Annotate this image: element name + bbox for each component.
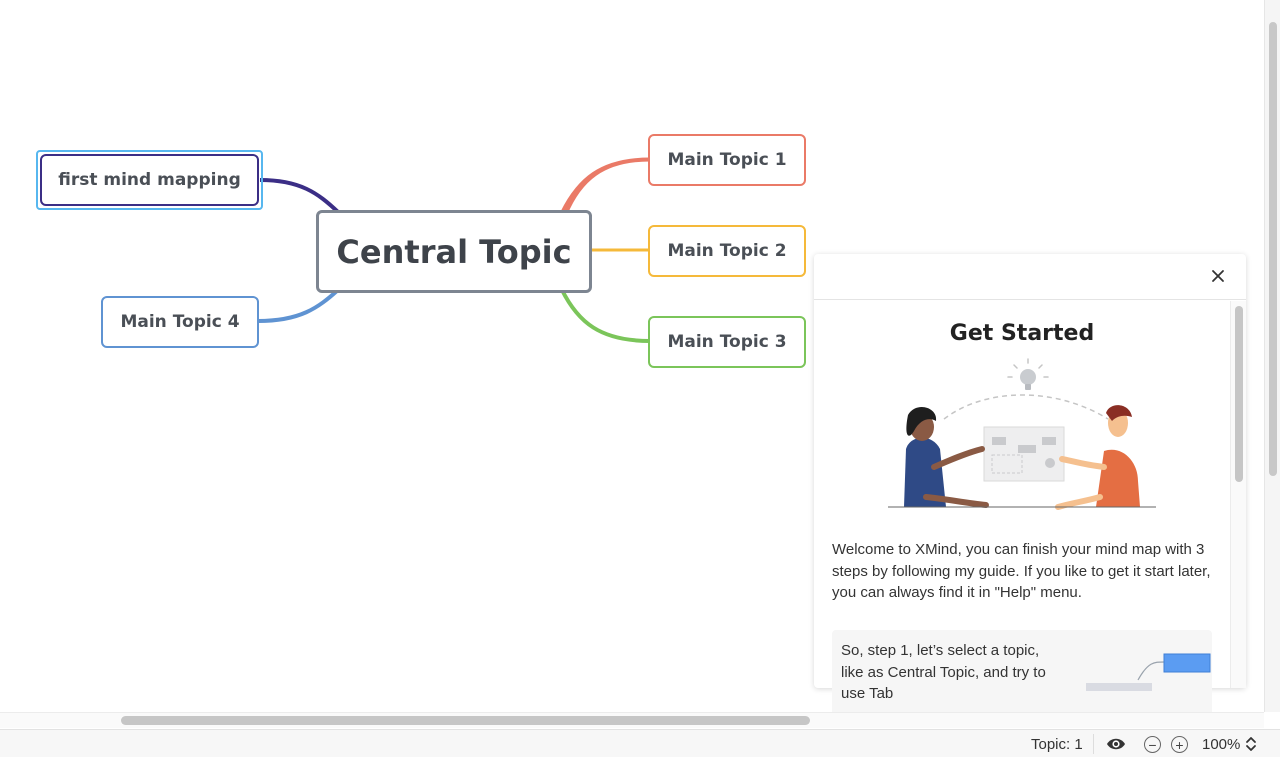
panel-scrollbar-thumb[interactable] (1235, 306, 1243, 482)
get-started-panel: Get Started (814, 254, 1246, 720)
main-topic-2[interactable]: Main Topic 2 (648, 225, 806, 277)
close-icon[interactable] (1210, 268, 1226, 284)
branch-line-topic3 (560, 289, 651, 343)
person-left-icon (904, 407, 989, 508)
panel-header (814, 254, 1246, 300)
topic-count: Topic: 1 (1031, 736, 1083, 753)
mini-map-illustration (1086, 653, 1211, 691)
vertical-scrollbar-thumb[interactable] (1269, 22, 1277, 476)
person-right-icon (1055, 405, 1140, 510)
zoom-in-button[interactable]: + (1171, 736, 1188, 753)
main-topic-3[interactable]: Main Topic 3 (648, 316, 806, 368)
main-topic-1[interactable]: Main Topic 1 (648, 134, 806, 186)
status-divider (1093, 734, 1094, 754)
status-bar: Topic: 1 − + 100% (0, 729, 1280, 757)
lightbulb-icon (1007, 358, 1049, 390)
branch-line-topic4 (257, 288, 340, 323)
collaboration-illustration (888, 358, 1156, 510)
step-1-text: So, step 1, let’s select a topic, like a… (841, 642, 1046, 702)
eye-icon[interactable] (1106, 736, 1126, 752)
main-topic-4[interactable]: Main Topic 4 (101, 296, 259, 348)
panel-scrollbar[interactable] (1230, 301, 1246, 688)
vertical-scrollbar[interactable] (1264, 0, 1280, 712)
whiteboard-icon (983, 426, 1065, 482)
central-topic[interactable]: Central Topic (316, 210, 592, 293)
horizontal-scrollbar-thumb[interactable] (121, 716, 810, 725)
panel-title: Get Started (949, 321, 1095, 346)
zoom-level: 100% (1202, 736, 1241, 753)
step-1-card: So, step 1, let’s select a topic, like a… (832, 630, 1212, 720)
zoom-out-button[interactable]: − (1144, 736, 1161, 753)
branch-line-topic1 (559, 157, 652, 217)
branch-line-selected (259, 178, 340, 214)
topic-first-mind-mapping[interactable]: first mind mapping (40, 154, 259, 206)
selection-outline (36, 150, 263, 210)
panel-body: Get Started (814, 301, 1230, 720)
zoom-select-arrows-icon[interactable] (1244, 734, 1258, 754)
horizontal-scrollbar[interactable] (0, 712, 1264, 728)
mind-map-canvas[interactable]: first mind mapping Central Topic Main To… (0, 0, 1264, 720)
welcome-text: Welcome to XMind, you can finish your mi… (832, 541, 1211, 601)
